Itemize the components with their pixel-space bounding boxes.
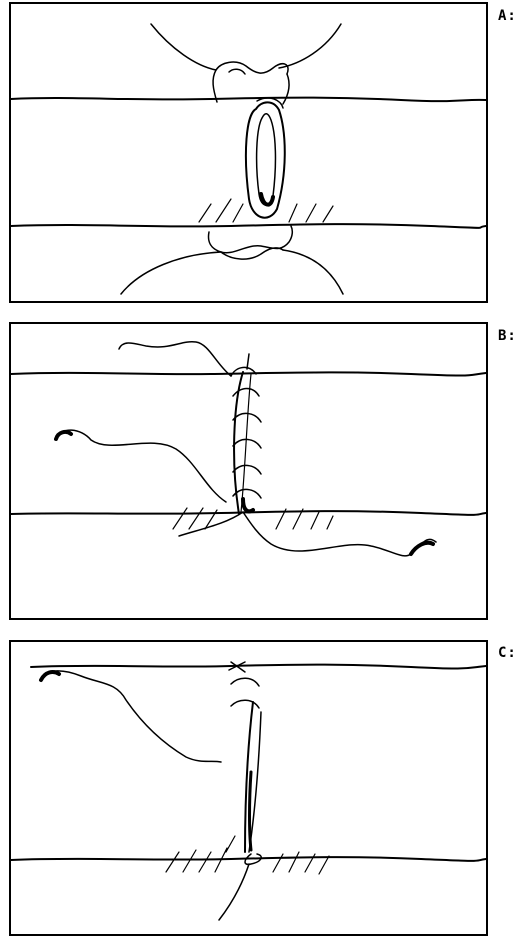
skin-edge-bottom <box>11 857 486 861</box>
skin-edge-bottom <box>11 224 486 228</box>
panel-label-a: A: <box>498 8 517 24</box>
skin-edge-top <box>11 372 486 375</box>
suture-diagram-a <box>11 4 486 301</box>
panel-b <box>9 322 488 620</box>
panel-a <box>9 2 488 303</box>
panel-label-c: C: <box>498 645 517 661</box>
skin-edge-top <box>11 98 486 102</box>
wound-ring <box>246 102 285 217</box>
suture-diagram-c <box>11 642 486 934</box>
panel-c <box>9 640 488 936</box>
suture-diagram-b <box>11 324 486 618</box>
panel-label-b: B: <box>498 328 517 344</box>
skin-edge-top <box>31 665 486 669</box>
